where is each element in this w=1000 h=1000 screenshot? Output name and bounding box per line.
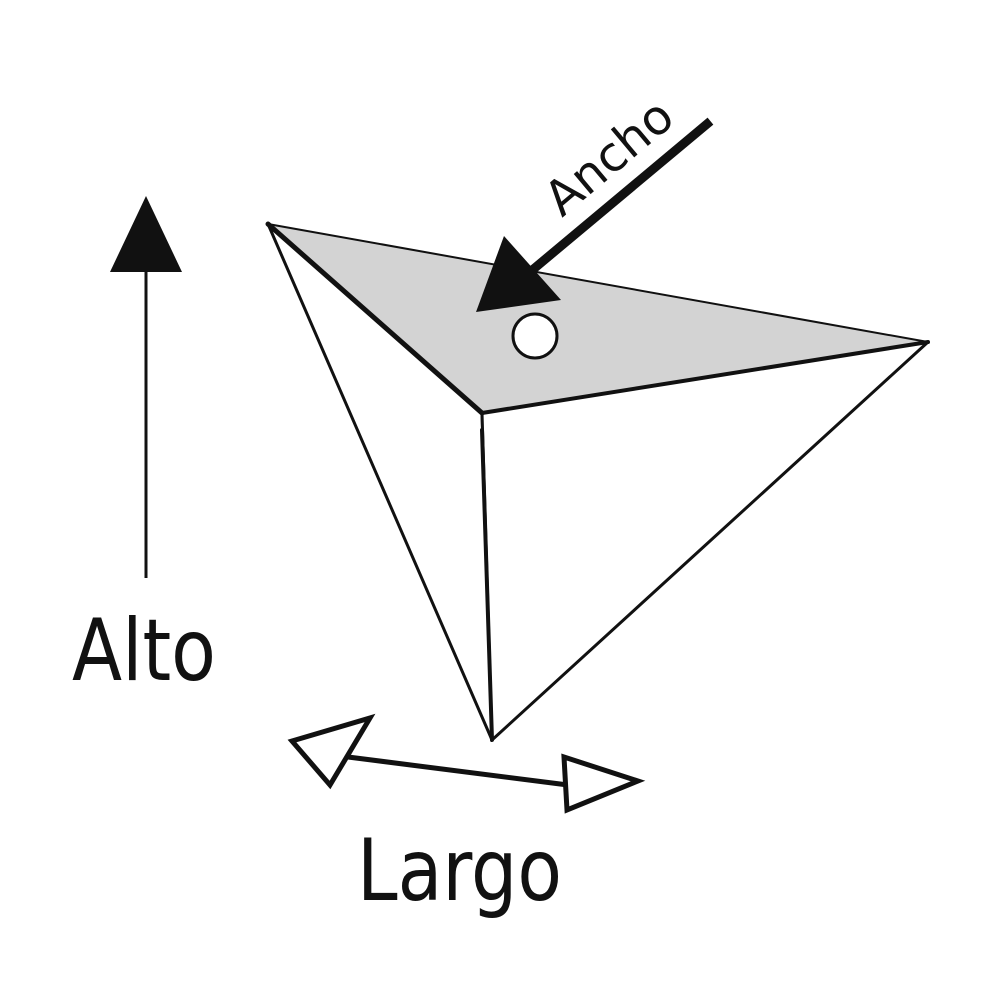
length-arrow: [287, 713, 646, 814]
width-arrow: [476, 117, 714, 312]
length-arrow-shaft: [347, 754, 569, 788]
width-arrow-shaft: [505, 117, 714, 294]
length-label: Largo: [357, 821, 562, 921]
pyramid-vertical-edge: [480, 428, 494, 742]
pyramid-front-edge-left: [265, 221, 485, 416]
width-arrow-head: [476, 236, 561, 312]
height-label: Alto: [72, 601, 216, 701]
length-arrow-left-head: [287, 713, 376, 790]
pyramid-front-edge-right: [480, 340, 930, 415]
height-arrow: [110, 196, 182, 578]
pyramid: [265, 221, 930, 742]
pyramid-hole: [511, 312, 559, 360]
height-arrow-head: [110, 196, 182, 272]
length-arrow-right-head: [561, 753, 646, 814]
